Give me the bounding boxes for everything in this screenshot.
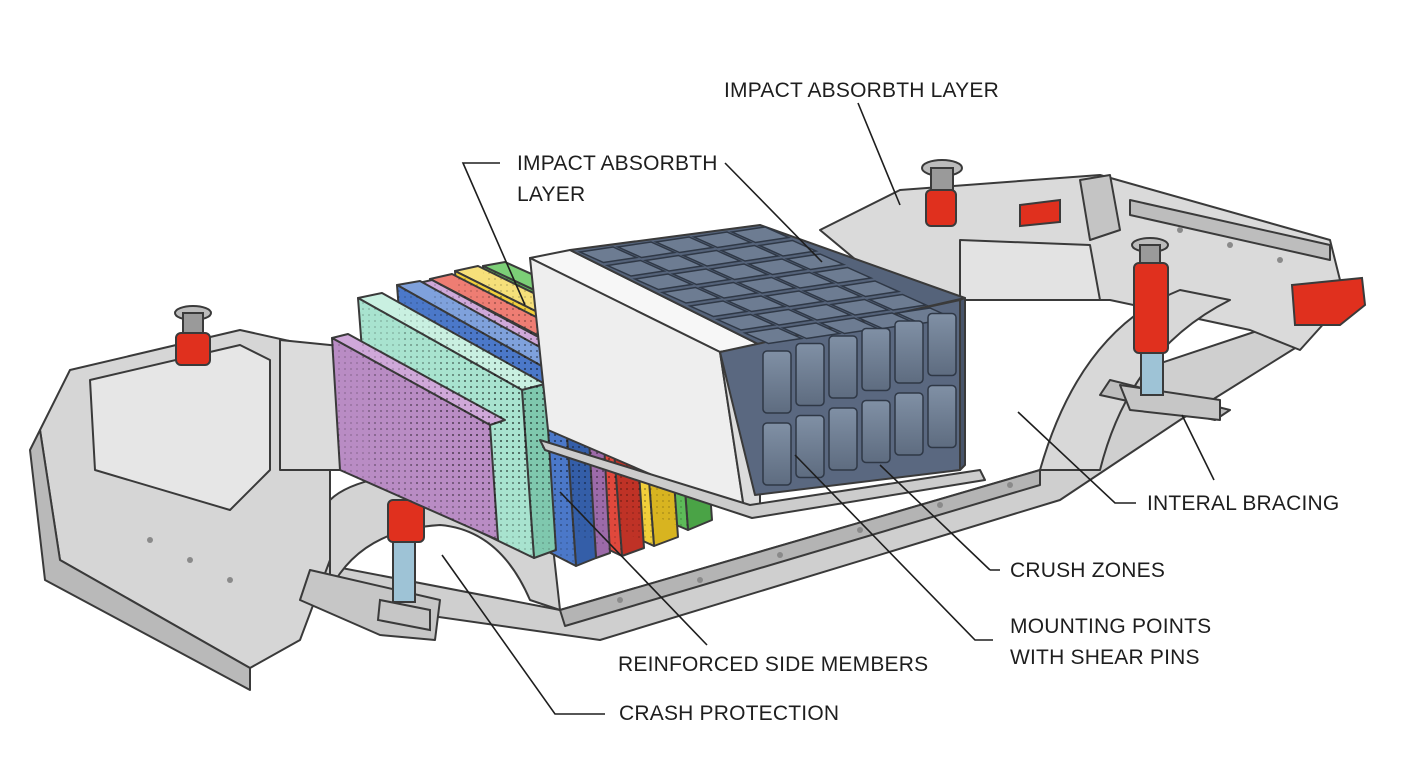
battery-cell-top [839,280,902,298]
strut-rear-left [921,159,963,227]
label-crash-protection: CRASH PROTECTION [619,702,840,725]
battery-cell-top [784,253,847,271]
battery-cell-top [811,266,874,284]
battery-cell-top [746,258,809,276]
battery-cell-front [894,320,924,384]
leader-crush-zones [879,464,1000,571]
battery-cell-top [670,268,733,286]
battery-cell-front [762,422,792,486]
battery-cell-top [577,246,640,264]
battery-cell-top [708,263,771,281]
battery-cell-top [659,286,722,304]
battery-cell-top [718,244,781,262]
battery-cell-front [762,350,792,414]
battery-cell-top [735,276,798,294]
battery-cell-top [780,322,843,340]
battery-cell-top [714,313,777,331]
battery-cell-top [642,254,705,272]
battery-cell-top [866,293,929,311]
label-mounting-points-line1: MOUNTING POINTS [1010,615,1212,638]
label-interal-bracing: INTERAL BRACING [1147,492,1340,515]
battery-cell-top [742,327,805,345]
battery-cell-top [653,236,716,254]
leader-mounting [794,454,993,641]
battery-cell-top [790,303,853,321]
leader-lines [441,102,1215,715]
battery-cell-top [615,241,678,259]
label-crush-zones: CRUSH ZONES [1010,559,1166,582]
strut-front-left [174,305,212,366]
battery-cell-top [725,295,788,313]
label-reinforced-side-members: REINFORCED SIDE MEMBERS [618,653,929,676]
battery-cell-front [828,407,858,471]
battery-cell-front [927,312,957,377]
battery-cell-top [687,300,750,318]
strut-rear-right [1131,237,1169,396]
leader-impact-left-b [724,162,823,263]
leader-crash [441,554,605,715]
leader-reinforced [559,491,708,646]
battery-cell-top [691,231,754,249]
battery-cell-front [828,335,858,399]
battery-cell-top [756,239,819,257]
battery-cell-front [795,414,825,479]
leader-interal-bracing-b [1181,414,1215,481]
battery-cell-front [861,399,891,464]
battery-front-cells [762,312,957,486]
label-impact-absorbth-top: IMPACT ABSORBTH LAYER [724,79,999,102]
battery-cell-front [894,392,924,456]
battery-cell-top [763,290,826,308]
battery-cell-front [795,342,825,407]
mount-bracket-rear-red [1019,198,1367,326]
label-impact-absorbth-left-line1: IMPACT ABSORBTH [517,152,718,175]
label-impact-absorbth-left-line2: LAYER [517,183,586,206]
battery-cell-top [632,273,695,291]
battery-cell-top [773,271,836,289]
battery-cell-top [828,298,891,316]
battery-cell-top [697,281,760,299]
battery-cell-top [752,308,815,326]
battery-cell-top [680,249,743,267]
battery-cell-top [604,259,667,277]
battery-cell-front [927,384,957,449]
battery-top-cells [577,226,957,345]
battery-cell-front [861,327,891,392]
battery-cell-top [801,285,864,303]
leader-impact-top [857,102,901,206]
leader-impact-left [461,162,526,306]
label-mounting-points-line2: WITH SHEAR PINS [1010,646,1200,669]
battery-cell-top [729,226,792,244]
leader-interal-bracing [1017,411,1136,504]
